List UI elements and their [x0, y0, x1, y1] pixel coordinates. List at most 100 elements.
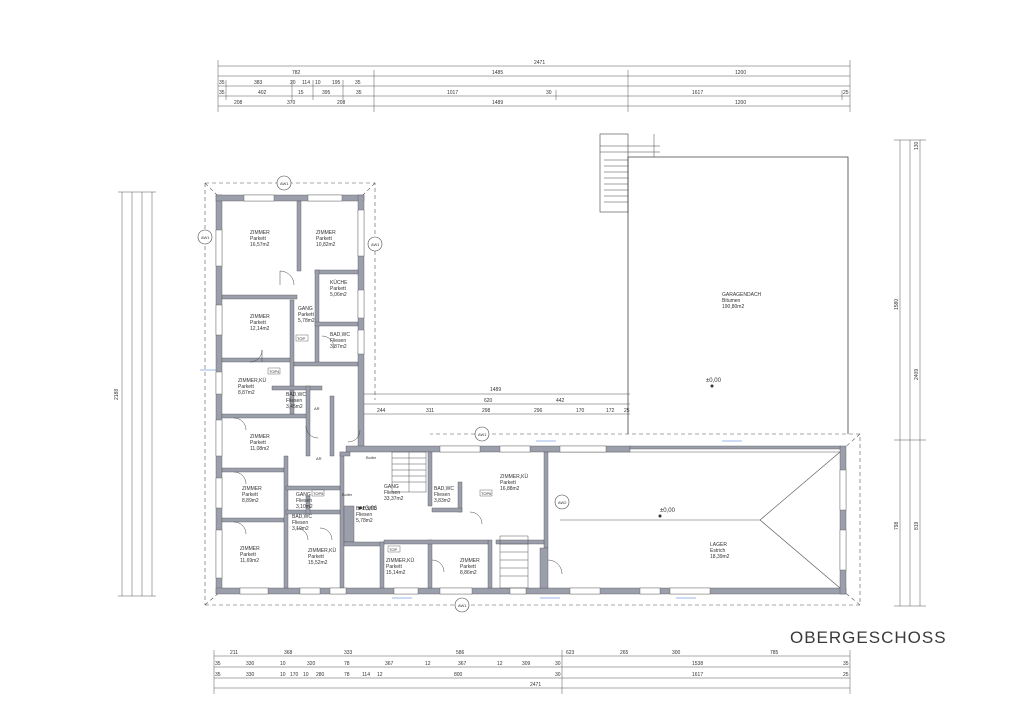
dim-label: 311 — [426, 408, 434, 414]
dim-label: 12 — [377, 672, 383, 678]
room-floor: Parkett — [316, 236, 332, 242]
room-floor: Parkett — [250, 236, 266, 242]
room-floor: Parkett — [238, 384, 254, 390]
top-dimension-chains — [217, 60, 851, 112]
dim-label: 25 — [843, 90, 849, 96]
section-marker-aw1-left — [197, 229, 213, 245]
section-marker-aw1-bottom — [454, 597, 470, 613]
room-name: BAD,WC — [356, 506, 376, 512]
section-marker-aw1-top — [276, 175, 292, 191]
marker-label: AW1 — [371, 242, 380, 247]
middle-dimension-chain — [364, 393, 630, 415]
walls — [215, 194, 847, 595]
dim-label: 368 — [284, 650, 293, 656]
room-area: 3,19m2 — [292, 526, 309, 532]
dim-label: 1538 — [692, 661, 703, 667]
dim-label: 35 — [215, 672, 221, 678]
section-marker-aw1-mid — [474, 426, 490, 442]
dim-label: 208 — [337, 100, 346, 106]
dim-label: 25 — [843, 672, 849, 678]
windows — [215, 194, 847, 595]
room-area: 33,37m2 — [384, 496, 404, 502]
room-floor: Parkett — [250, 320, 266, 326]
room-name: ZIMMER,KÜ — [308, 547, 336, 554]
dim-label: 211 — [230, 650, 238, 656]
room-name: ZIMMER — [240, 546, 260, 552]
room-name: LAGER — [710, 542, 727, 548]
top-label: TOP6 — [481, 491, 492, 496]
level-marker-lager: ±0,00 — [660, 508, 676, 514]
dim-label: 10 — [303, 672, 309, 678]
room-floor: Parkett — [330, 286, 346, 292]
boiler-label: Boiler — [366, 455, 377, 460]
dim-label: 35 — [355, 80, 361, 86]
ar-label: AR — [316, 456, 322, 461]
dim-label: 819 — [914, 521, 920, 530]
room-area: 15,52m2 — [308, 560, 328, 566]
dim-label: 2409 — [914, 369, 920, 380]
room-floor: Fliesen — [330, 338, 346, 344]
room-name: BAD,WC — [330, 332, 350, 338]
dim-label: 402 — [258, 90, 267, 96]
section-markers — [197, 175, 570, 613]
dim-label: 35 — [219, 80, 225, 86]
room-floor: Parkett — [460, 564, 476, 570]
room-floor: Parkett — [308, 554, 324, 560]
dim-label: 367 — [385, 661, 394, 667]
garage-roof — [599, 133, 849, 434]
dim-label: 1200 — [735, 100, 746, 106]
room-floor: Fliesen — [434, 492, 450, 498]
room-name: BAD,WC — [286, 392, 306, 398]
dim-label: 12 — [425, 661, 431, 667]
dim-label: 1489 — [492, 100, 503, 106]
dim-label: 370 — [287, 100, 296, 106]
room-floor: Estrich — [710, 548, 726, 554]
room-floor: Fliesen — [384, 490, 400, 496]
dim-label: 330 — [246, 661, 255, 667]
room-name: BAD,WC — [292, 514, 312, 520]
room-area: 3,83m2 — [434, 498, 451, 504]
top-label: TOP5 — [313, 491, 324, 496]
room-area: 3,87m2 — [330, 344, 347, 350]
room-area: 190,80m2 — [722, 304, 744, 310]
dim-label: 367 — [458, 661, 467, 667]
bottom-dimension-chains — [213, 650, 851, 694]
dim-label: 10 — [280, 672, 286, 678]
dim-label: 395 — [322, 90, 331, 96]
dim-label: 170 — [576, 408, 585, 414]
dim-label: 35 — [219, 90, 225, 96]
room-area: 8,87m2 — [238, 390, 255, 396]
top-label: TOP4 — [269, 369, 280, 374]
room-area: 16,88m2 — [500, 486, 520, 492]
section-marker-aw1-right — [367, 236, 383, 252]
dim-label: 130 — [914, 141, 920, 150]
dim-label: 114 — [302, 80, 310, 86]
dim-label: 320 — [307, 661, 316, 667]
dim-top-total: 2471 — [534, 60, 545, 66]
room-area: 5,06m2 — [330, 292, 347, 298]
dim-label: 12 — [497, 661, 503, 667]
dim-label: 30 — [555, 672, 561, 678]
dim-label: 35 — [356, 90, 362, 96]
dim-label: 15 — [298, 90, 304, 96]
room-area: 8,86m2 — [460, 570, 477, 576]
dim-top-1485: 1485 — [492, 70, 503, 76]
dim-bottom-total: 2471 — [530, 682, 541, 688]
room-name: ZIMMER — [242, 486, 262, 492]
level-markers: ±0,00 ±0,00 +3,06 — [358, 378, 722, 518]
dim-label: 1617 — [692, 672, 703, 678]
top-label: TOP — [389, 547, 397, 552]
